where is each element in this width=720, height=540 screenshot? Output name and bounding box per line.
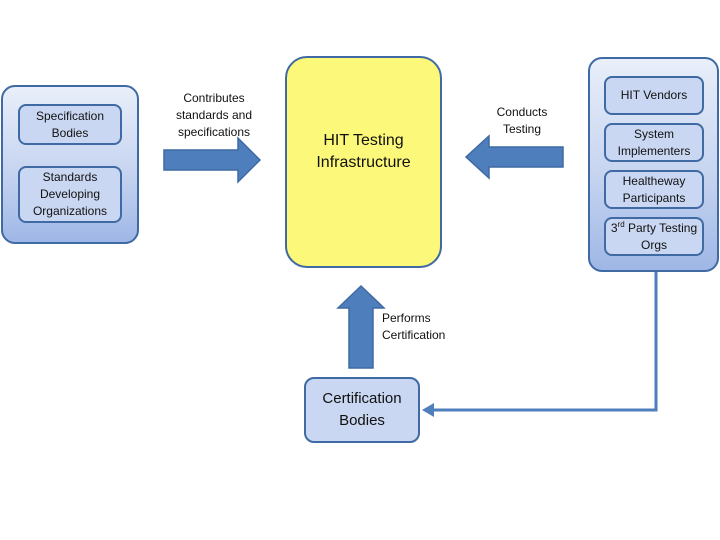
third-party-testing-orgs-box: 3rd Party Testing Orgs	[604, 217, 704, 256]
hit-testing-infrastructure-label: HIT Testing Infrastructure	[316, 132, 411, 171]
third-party-testing-orgs-label: 3rd Party Testing Orgs	[610, 219, 698, 252]
performs-certification-arrow	[336, 284, 386, 369]
hit-testing-infrastructure-box: HIT Testing Infrastructure	[285, 56, 442, 268]
contributes-arrow	[163, 136, 262, 184]
healtheway-participants-box: Healtheway Participants	[604, 170, 704, 209]
specification-bodies-box: Specification Bodies	[18, 104, 122, 145]
conducts-testing-arrow	[464, 134, 564, 180]
contributes-label: Contributes standards and specifications	[175, 91, 253, 139]
system-implementers-box: System Implementers	[604, 123, 704, 162]
hit-vendors-label: HIT Vendors	[620, 88, 688, 102]
hit-vendors-box: HIT Vendors	[604, 76, 704, 115]
conducts-testing-label: Conducts Testing	[496, 105, 548, 136]
connector-arrowhead	[422, 403, 434, 417]
certification-bodies-box: Certification Bodies	[304, 377, 420, 443]
system-implementers-label: System Implementers	[617, 126, 691, 158]
healtheway-participants-label: Healtheway Participants	[622, 173, 686, 205]
certification-bodies-label: Certification Bodies	[322, 390, 402, 429]
performs-certification-label: Performs Certification	[382, 311, 446, 342]
standards-developing-organizations-box: Standards Developing Organizations	[18, 166, 122, 223]
vendors-to-certification-connector	[432, 272, 658, 412]
standards-developing-organizations-label: Standards Developing Organizations	[32, 170, 108, 218]
specification-bodies-label: Specification Bodies	[35, 108, 105, 140]
